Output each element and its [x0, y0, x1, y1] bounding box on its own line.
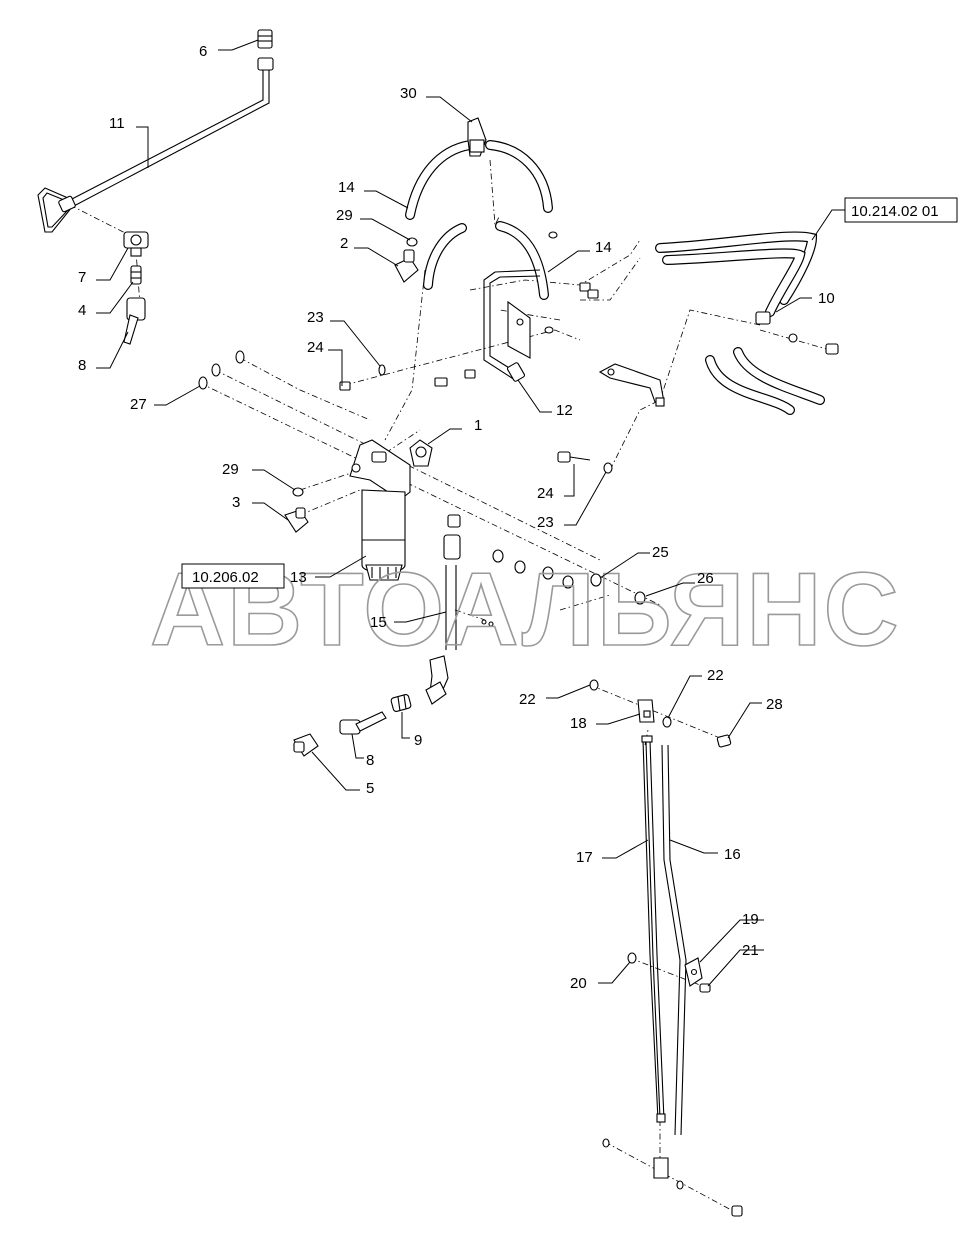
callout-2[interactable]: 2 [340, 235, 348, 252]
reference-label-left: 10.206.02 [192, 569, 259, 586]
bolt-misc-upper [434, 231, 599, 387]
banjo-fitting-7 [123, 231, 149, 257]
callout-numbers: 6 11 7 4 8 30 14 29 2 14 10 23 24 27 12 … [78, 43, 835, 992]
callout-24-lower[interactable]: 24 [537, 485, 554, 502]
lower-hardware [602, 1138, 743, 1217]
fuel-filter-13 [349, 439, 411, 581]
washers-22 [589, 679, 672, 728]
reference-label-top-right: 10.214.02 01 [851, 203, 939, 220]
elbow-fitting-2 [394, 249, 419, 283]
shutoff-valve-8-lower [339, 711, 387, 735]
adapter-9 [390, 694, 412, 712]
callout-19[interactable]: 19 [742, 911, 759, 928]
shutoff-valve-8-upper [123, 297, 146, 345]
callout-24-upper[interactable]: 24 [307, 339, 324, 356]
callout-16[interactable]: 16 [724, 846, 741, 863]
callout-6[interactable]: 6 [199, 43, 207, 60]
return-hoses-10 [655, 231, 839, 415]
bolt-28 [716, 734, 732, 748]
callout-15[interactable]: 15 [370, 614, 387, 631]
elbow-fitting-5 [293, 733, 319, 757]
washer-29-lower [292, 487, 304, 497]
adapter-4 [130, 265, 142, 285]
bracket-plate [598, 363, 665, 407]
callout-20[interactable]: 20 [570, 975, 587, 992]
callout-22-left[interactable]: 22 [519, 691, 536, 708]
callout-3[interactable]: 3 [232, 494, 240, 511]
washer-23-lower [603, 462, 613, 474]
callout-7[interactable]: 7 [78, 269, 86, 286]
washer-20 [627, 952, 637, 964]
reference-box-10-206-02[interactable]: 10.206.02 [181, 563, 285, 589]
callout-29-upper[interactable]: 29 [336, 207, 353, 224]
washers-nuts-25-26 [492, 549, 646, 605]
clamp-lower [653, 1157, 669, 1179]
washer-23-upper [378, 364, 386, 376]
callout-leaders [96, 39, 812, 987]
reference-box-10-214-02-01[interactable]: 10.214.02 01 [811, 197, 958, 241]
bolt-24-lower [557, 451, 591, 463]
fitting-30 [467, 117, 487, 157]
callout-21[interactable]: 21 [742, 942, 759, 959]
callout-8-upper[interactable]: 8 [78, 357, 86, 374]
callout-12[interactable]: 12 [556, 402, 573, 419]
long-bolts-27 [198, 350, 245, 390]
callout-14-left[interactable]: 14 [338, 179, 355, 196]
callout-18[interactable]: 18 [570, 715, 587, 732]
bracket-19 [684, 957, 703, 987]
callout-14-right[interactable]: 14 [595, 239, 612, 256]
callout-26[interactable]: 26 [697, 570, 714, 587]
callout-10[interactable]: 10 [818, 290, 835, 307]
callout-9[interactable]: 9 [414, 732, 422, 749]
callout-4[interactable]: 4 [78, 302, 86, 319]
fuel-pipe-assembly-11 [37, 29, 274, 345]
callout-23-upper[interactable]: 23 [307, 309, 324, 326]
callout-27[interactable]: 27 [130, 396, 147, 413]
sensor-1 [409, 439, 433, 467]
fuel-hoses-14 [405, 140, 553, 382]
small-clip [481, 619, 494, 627]
fuel-tubes-16-17 [641, 735, 687, 1136]
elbow-fitting-3 [284, 507, 309, 533]
callout-22-right[interactable]: 22 [707, 667, 724, 684]
callout-8-lower[interactable]: 8 [366, 752, 374, 769]
callout-28[interactable]: 28 [766, 696, 783, 713]
callout-23-lower[interactable]: 23 [537, 514, 554, 531]
callout-25[interactable]: 25 [652, 544, 669, 561]
assembly-centerlines [69, 159, 831, 1213]
callout-11[interactable]: 11 [109, 115, 125, 132]
callout-17[interactable]: 17 [576, 849, 593, 866]
fitting-6 [257, 29, 273, 49]
callout-13[interactable]: 13 [290, 569, 307, 586]
callout-29-lower[interactable]: 29 [222, 461, 239, 478]
callout-30[interactable]: 30 [400, 85, 417, 102]
callout-1[interactable]: 1 [474, 417, 482, 434]
callout-5[interactable]: 5 [366, 780, 374, 797]
clamp-18 [637, 699, 655, 723]
bolt-21 [699, 983, 711, 993]
hose-15 [425, 514, 461, 705]
